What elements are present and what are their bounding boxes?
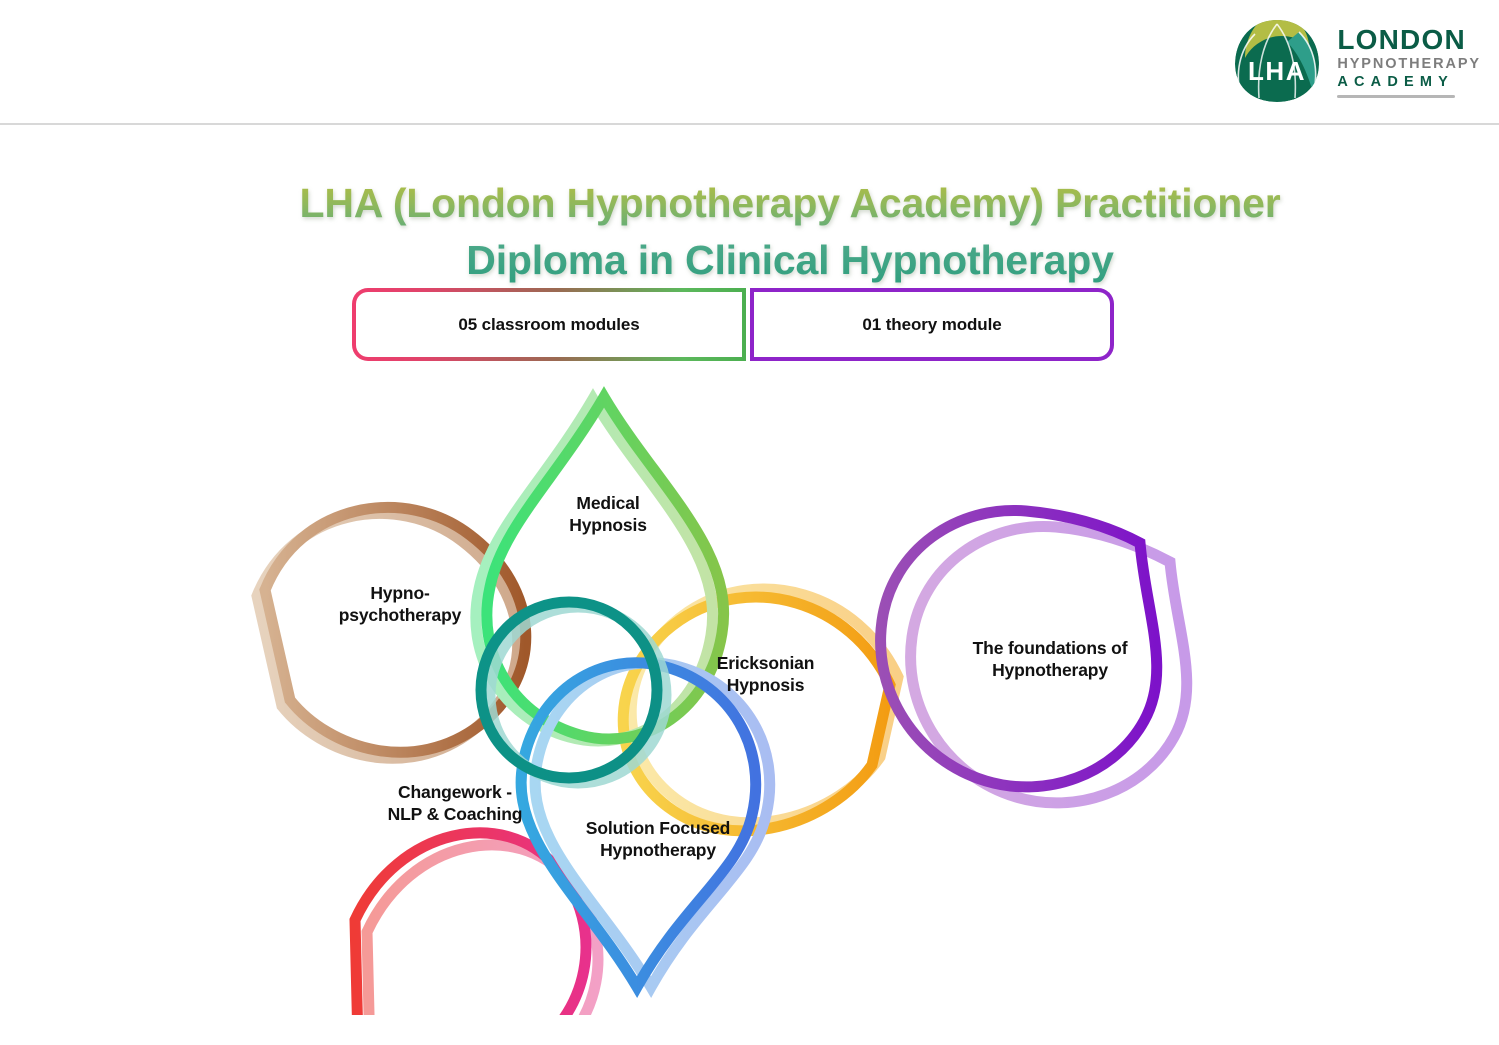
center-circle <box>475 596 672 789</box>
logo-text-hypnotherapy: HYPNOTHERAPY <box>1337 55 1481 72</box>
logo-wordmark: LONDON HYPNOTHERAPY ACADEMY <box>1337 22 1481 98</box>
lha-leaf-logo-icon: LHA <box>1229 12 1325 108</box>
page-title: LHA (London Hypnotherapy Academy) Practi… <box>245 175 1335 287</box>
logo-underline-rule <box>1337 94 1456 98</box>
logo-text-academy: ACADEMY <box>1337 73 1455 90</box>
module-box-theory[interactable]: 01 theory module <box>750 288 1114 361</box>
module-theory-label: 01 theory module <box>862 314 1002 334</box>
page-header: LHA LONDON HYPNOTHERAPY ACADEMY <box>0 0 1499 125</box>
module-classroom-label: 05 classroom modules <box>458 314 640 334</box>
brand-logo[interactable]: LHA LONDON HYPNOTHERAPY ACADEMY <box>1229 10 1481 110</box>
module-box-classroom[interactable]: 05 classroom modules <box>352 288 746 361</box>
module-summary-bar: 05 classroom modules 01 theory module <box>352 288 1114 361</box>
shape-foundations-of-hypnotherapy <box>875 504 1193 809</box>
svg-text:LHA: LHA <box>1248 56 1306 86</box>
petal-changework-nlp-coaching <box>349 827 604 1015</box>
modules-petal-diagram: Medical Hypnosis Ericksonian Hypnosis So… <box>0 375 1499 1015</box>
petal-ericksonian-hypnosis <box>617 583 904 837</box>
petal-medical-hypnosis <box>470 386 729 747</box>
logo-text-london: LONDON <box>1337 24 1466 56</box>
